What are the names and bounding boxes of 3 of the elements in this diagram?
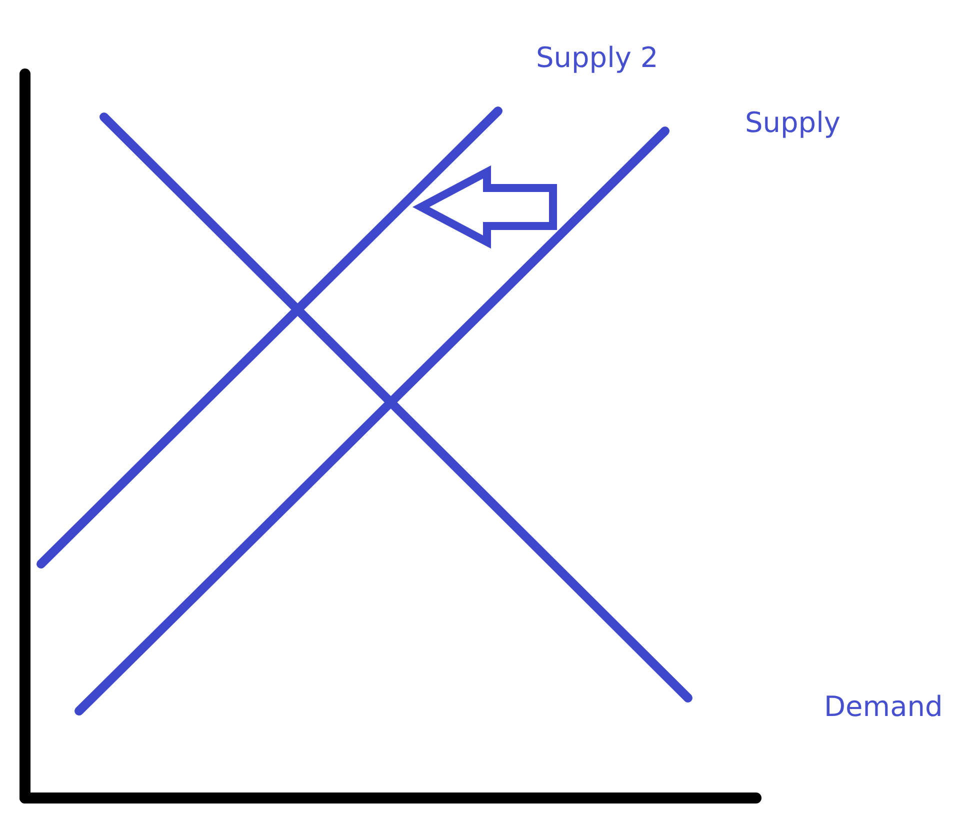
curve-label: Demand [824, 691, 943, 723]
curve-label: Supply [745, 107, 840, 139]
curve-label: Supply 2 [536, 42, 658, 74]
